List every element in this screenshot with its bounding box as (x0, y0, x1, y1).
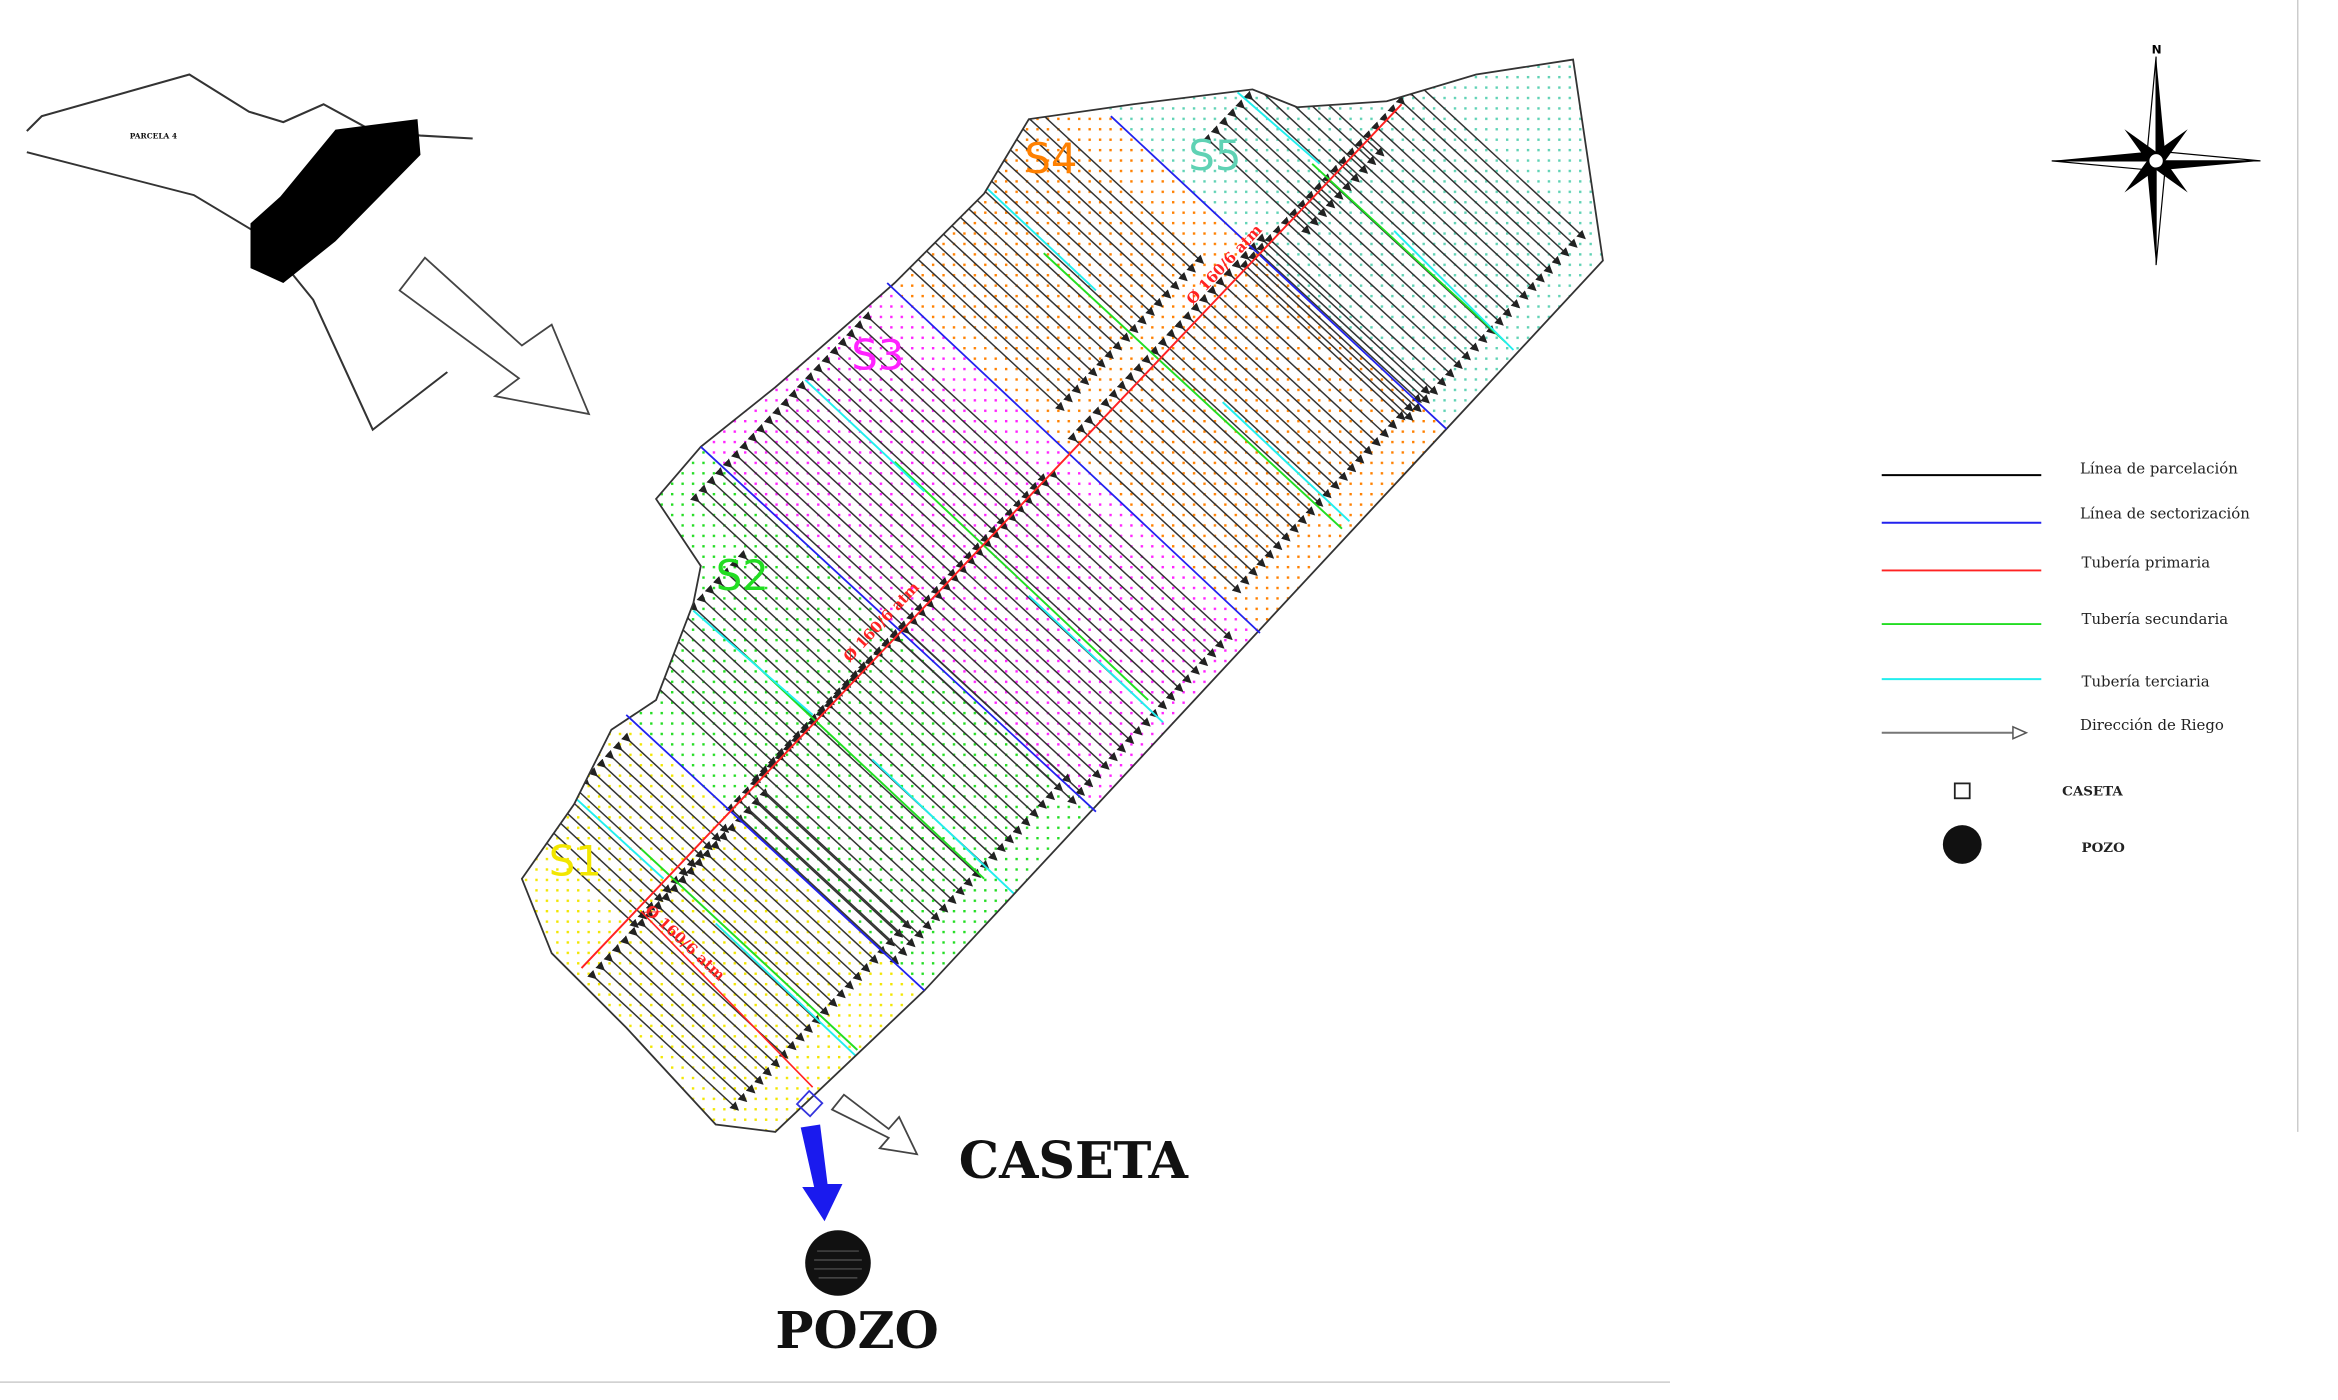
secondary-pipe-s3 (893, 460, 1149, 701)
legend-label: Línea de parcelación (2080, 460, 2238, 478)
tertiary-pipe (871, 758, 1015, 895)
inset-parcel-outline-lower (26, 151, 449, 432)
secondary-pipe-s5 (1311, 163, 1507, 344)
caseta-pointer-arrow (830, 1093, 919, 1156)
sector-label-s5: S5 (1188, 131, 1241, 180)
legend-label: Tubería primaria (2082, 553, 2211, 571)
secondary-pipe-s4 (1043, 252, 1343, 530)
caseta-marker (795, 1089, 824, 1118)
sector-line-s1-s2 (625, 714, 926, 992)
sector-label-s2: S2 (716, 551, 769, 600)
tertiary-pipe (692, 609, 814, 716)
legend-label: Tubería secundaria (2082, 610, 2229, 628)
tertiary-pipes (573, 91, 1515, 1059)
drip-line (1030, 102, 1205, 264)
sector-lines (625, 115, 1447, 992)
location-pointer-arrow (398, 256, 591, 416)
legend: Línea de parcelación Línea de sectorizac… (1881, 460, 2250, 864)
primary-pipe (580, 103, 1403, 969)
sector-label-s3: S3 (851, 330, 904, 379)
tertiary-pipe (715, 922, 859, 1059)
drip-line (1412, 78, 1586, 240)
parcel-boundary (520, 58, 1604, 1133)
primary-pipe-branch (640, 910, 814, 1088)
tertiary-pipe (1222, 401, 1351, 522)
inset-parcel-label: PARCELA 4 (130, 132, 177, 141)
tertiary-pipe (804, 379, 926, 493)
legend-pozo-circle-icon (1942, 825, 1982, 864)
legend-caseta-square-icon (1953, 782, 1971, 800)
legend-label: Tubería terciaria (2082, 673, 2210, 691)
secondary-pipes (640, 163, 1507, 1051)
pozo-marker-hatch (814, 1250, 862, 1279)
legend-label: Dirección de Riego (2080, 716, 2224, 734)
sector-line-s4-s5 (1110, 115, 1447, 430)
tertiary-pipe (1393, 230, 1515, 351)
secondary-pipe-s1 (640, 848, 859, 1051)
pozo-marker (805, 1230, 871, 1296)
pozo-pointer-arrow (800, 1124, 843, 1222)
tertiary-pipe (1028, 595, 1164, 724)
sector-label-s4: S4 (1024, 134, 1077, 183)
tertiary-pipe (1236, 91, 1321, 165)
north-arrow-compass-icon: N (2051, 43, 2261, 266)
legend-caseta-label: CASETA (2062, 783, 2123, 799)
caseta-label: CASETA (959, 1130, 1189, 1190)
legend-pozo-label: POZO (2082, 840, 2126, 856)
sector-label-s1: S1 (549, 837, 602, 886)
legend-label: Línea de sectorización (2080, 504, 2250, 522)
inset-highlighted-area (250, 119, 421, 283)
arrowhead-icon (2012, 725, 2029, 740)
compass-north-label: N (2152, 43, 2162, 57)
secondary-pipe-s2 (744, 654, 985, 880)
pozo-label: POZO (775, 1300, 938, 1360)
tertiary-pipe (573, 796, 665, 880)
tertiary-pipe (975, 178, 1097, 292)
sector-line-s2-s3 (700, 446, 1097, 813)
location-inset: PARCELA 4 (26, 73, 473, 432)
sector-line-s3-s4 (886, 282, 1261, 634)
